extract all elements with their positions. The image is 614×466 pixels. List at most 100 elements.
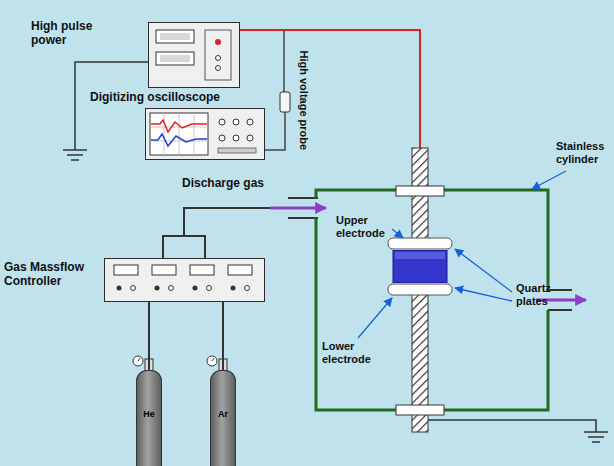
cylinder-regulator: [138, 358, 140, 361]
massflow-controller-body: [231, 286, 236, 291]
oscilloscope-body: [145, 108, 265, 160]
signal-wire: [265, 112, 285, 150]
gas-cylinder: Ar: [210, 370, 236, 466]
chamber-wall: [316, 190, 548, 410]
pulse-power-body: [216, 56, 221, 61]
gas-name: He: [137, 409, 161, 419]
electrode-assembly: [393, 250, 447, 283]
ground-symbol: [584, 431, 608, 433]
gas-line: [184, 208, 272, 236]
pulse-power-body: [156, 52, 194, 65]
pulse-power-box: High pulse power: [148, 22, 240, 88]
cylinder-regulator: [133, 356, 143, 366]
leader-arrow: [392, 229, 403, 238]
massflow-controller-body: [245, 286, 250, 291]
massflow-controller-body: [131, 286, 136, 291]
pulse-power-body: [148, 22, 240, 88]
cylinder-regulator: [212, 358, 214, 361]
oscilloscope-body: [233, 119, 239, 125]
device-heading: Gas Massflow Controller: [4, 261, 99, 289]
cylinder-regulator: [207, 356, 217, 366]
signal-wire: [75, 30, 420, 150]
part-label: Quartz plates: [516, 282, 568, 307]
massflow-controller-box: Gas Massflow Controller: [104, 258, 265, 302]
part-label: Upper electrode: [336, 214, 394, 239]
pulse-power-body: [160, 33, 190, 40]
electrode-assembly: [391, 283, 449, 284]
signal-wire: [240, 30, 420, 148]
leader-arrow: [358, 171, 566, 338]
massflow-controller-body: [190, 265, 214, 275]
gas-cylinder: He: [136, 370, 162, 466]
massflow-controller-body: [228, 265, 252, 275]
oscilloscope-body: [219, 135, 225, 141]
gas-line: [148, 302, 150, 370]
cylinder-regulator: [133, 356, 227, 371]
electrode-assembly: [391, 249, 449, 250]
ground-symbol: [63, 149, 87, 151]
pulse-power-body: [205, 30, 231, 80]
gas-line: [270, 207, 326, 210]
oscilloscope-body: [233, 135, 239, 141]
pulse-power-body: [160, 55, 190, 62]
ground-symbol: [588, 436, 604, 438]
massflow-controller-body: [207, 286, 212, 291]
part-label: Stainless cylinder: [556, 140, 610, 165]
oscilloscope-body: [145, 108, 265, 160]
oscilloscope-body: [219, 119, 225, 125]
ground-symbol: [592, 441, 600, 443]
massflow-controller-body: [104, 258, 265, 302]
gas-line: [288, 217, 318, 219]
oscilloscope-body: [218, 148, 256, 153]
high-voltage-probe-body: [280, 92, 290, 112]
ground-symbol: [428, 420, 596, 432]
device-heading: High pulse power: [31, 20, 113, 48]
pulse-power-body: [216, 66, 221, 71]
gas-line: [548, 289, 572, 291]
oscilloscope-body: [247, 135, 253, 141]
gas-name: Ar: [211, 409, 235, 419]
electrode-assembly: [388, 238, 452, 249]
leader-arrow: [455, 249, 512, 292]
massflow-controller-body: [104, 258, 265, 302]
electrode-assembly: [388, 238, 452, 295]
signal-wire: [75, 62, 148, 150]
device-heading: Digitizing oscilloscope: [90, 91, 208, 105]
massflow-controller-body: [155, 286, 160, 291]
probe-label: High voltage probe: [298, 50, 311, 150]
electrode-rod: [396, 405, 444, 415]
signal-wire: [283, 30, 285, 92]
electrode-rod: [396, 186, 444, 196]
high-voltage-probe-body: [280, 92, 290, 112]
gas-label: Discharge gas: [182, 177, 264, 191]
pulse-power-body: [148, 22, 240, 88]
electrode-assembly: [388, 284, 452, 295]
massflow-controller-body: [169, 286, 174, 291]
leader-arrow: [358, 298, 392, 338]
oscilloscope-body: [151, 134, 207, 146]
oscilloscope-box: Digitizing oscilloscope: [145, 108, 265, 160]
ground-symbol: [71, 159, 79, 161]
massflow-controller-body: [193, 286, 198, 291]
pulse-power-body: [156, 30, 194, 43]
electrode-assembly: [395, 252, 445, 259]
pulse-power-body: [215, 39, 221, 45]
massflow-controller-body: [114, 265, 138, 275]
oscilloscope-body: [150, 113, 208, 155]
gas-line: [222, 302, 224, 370]
oscilloscope-body: [151, 120, 207, 132]
gas-line: [163, 198, 586, 310]
gas-line: [163, 236, 205, 258]
oscilloscope-body: [247, 119, 253, 125]
ground-symbol: [67, 154, 83, 156]
part-label: Lower electrode: [322, 340, 384, 365]
oscilloscope-body: [150, 113, 208, 155]
massflow-controller-body: [117, 286, 122, 291]
leader-arrow: [532, 171, 566, 189]
gas-line: [288, 197, 318, 199]
leader-arrow: [455, 288, 512, 301]
chamber-wall: [316, 190, 548, 410]
massflow-controller-body: [152, 265, 176, 275]
gas-line: [548, 309, 572, 311]
